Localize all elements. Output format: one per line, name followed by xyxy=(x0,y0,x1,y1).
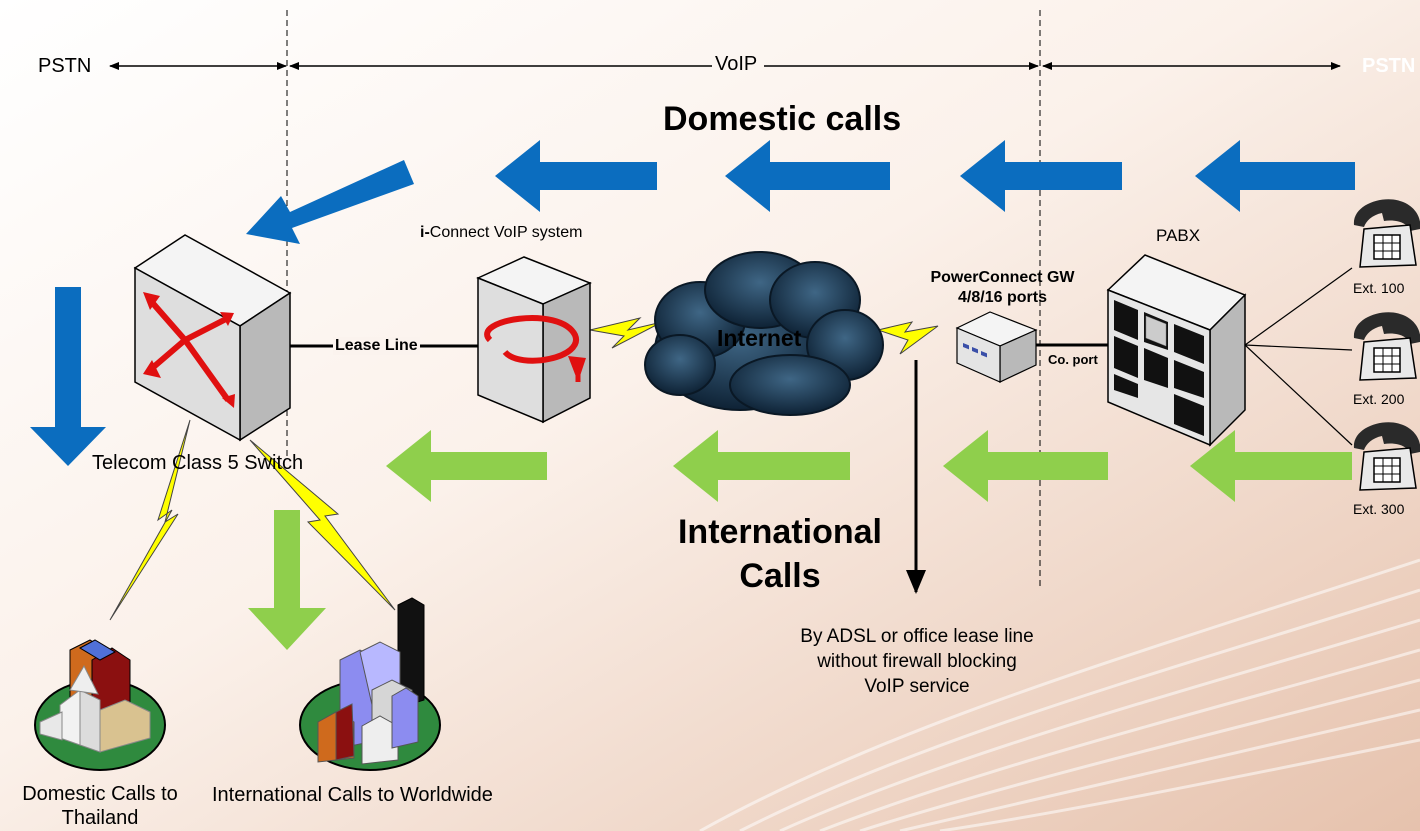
international-arrow-4 xyxy=(386,430,547,502)
pabx-cabinet-icon xyxy=(1106,254,1247,447)
international-arrow-3 xyxy=(673,430,850,502)
zone-label-pstn-right: PSTN xyxy=(1362,55,1416,77)
domestic-arrow-5 xyxy=(246,160,414,244)
gateway-device-icon xyxy=(955,311,1038,383)
international-calls-heading-line1: International xyxy=(677,513,883,551)
connection-note-line1: By ADSL or office lease line xyxy=(800,626,1034,647)
domestic-arrow-4 xyxy=(495,140,657,212)
zone-label-pstn-left: PSTN xyxy=(38,55,92,77)
internet-label: Internet xyxy=(717,325,802,351)
co-port-label: Co. port xyxy=(1048,352,1098,367)
lightning-switch-international xyxy=(249,439,396,611)
domestic-flow-arrows xyxy=(30,140,1355,466)
domestic-destination-label: Domestic Calls to Thailand xyxy=(0,782,200,830)
connection-note-line2: without firewall blocking xyxy=(817,651,1017,672)
iconnect-label-prefix: i- xyxy=(420,224,430,241)
domestic-arrow-2 xyxy=(960,140,1122,212)
domestic-arrow-6 xyxy=(30,287,106,466)
international-arrow-2 xyxy=(943,430,1108,502)
telephone-ext-200-icon xyxy=(1353,312,1420,381)
gateway-label-line1: PowerConnect GW xyxy=(930,269,1075,286)
telecom-switch-icon xyxy=(133,234,292,442)
international-arrow-1 xyxy=(1190,430,1352,502)
domestic-arrow-1 xyxy=(1195,140,1355,212)
iconnect-server-icon xyxy=(476,256,592,424)
lightning-switch-domestic xyxy=(109,419,191,621)
lightning-internet-gateway xyxy=(876,321,939,355)
connection-note: By ADSL or office lease line without fir… xyxy=(727,624,1107,699)
gateway-label-line2: 4/8/16 ports xyxy=(958,289,1047,306)
lightning-bolts xyxy=(109,317,939,621)
ext-300-label: Ext. 300 xyxy=(1353,501,1405,517)
international-calls-heading-line2: Calls xyxy=(739,557,821,595)
adsl-down-arrowhead xyxy=(906,570,926,594)
telecom-switch-label: Telecom Class 5 Switch xyxy=(92,452,304,474)
telephone-ext-100-icon xyxy=(1353,199,1420,268)
iconnect-label: i-Connect VoIP system xyxy=(420,224,582,242)
iconnect-label-rest: Connect VoIP system xyxy=(429,224,583,241)
domestic-calls-heading: Domestic calls xyxy=(663,100,902,138)
international-destination-label: International Calls to Worldwide xyxy=(212,784,493,806)
domestic-town-icon xyxy=(34,639,166,771)
gateway-label: PowerConnect GW 4/8/16 ports xyxy=(900,268,1105,308)
domestic-destination-line2: Thailand xyxy=(61,807,139,829)
international-flow-arrows xyxy=(248,430,1352,650)
pabx-label: PABX xyxy=(1156,226,1201,245)
connection-note-line3: VoIP service xyxy=(864,676,970,697)
extension-wires xyxy=(1244,267,1353,446)
domestic-destination-line1: Domestic Calls to xyxy=(22,783,178,805)
international-city-icon xyxy=(299,597,441,771)
background-swooshes xyxy=(699,558,1420,831)
telephone-ext-300-icon xyxy=(1353,422,1420,491)
lease-line-label: Lease Line xyxy=(333,337,420,355)
international-arrow-5 xyxy=(248,510,326,650)
ext-100-label: Ext. 100 xyxy=(1353,280,1405,296)
zone-label-voip: VoIP xyxy=(715,53,758,75)
internet-cloud-icon xyxy=(644,251,884,416)
domestic-arrow-3 xyxy=(725,140,890,212)
ext-200-label: Ext. 200 xyxy=(1353,391,1405,407)
international-calls-heading: International Calls xyxy=(660,510,900,598)
